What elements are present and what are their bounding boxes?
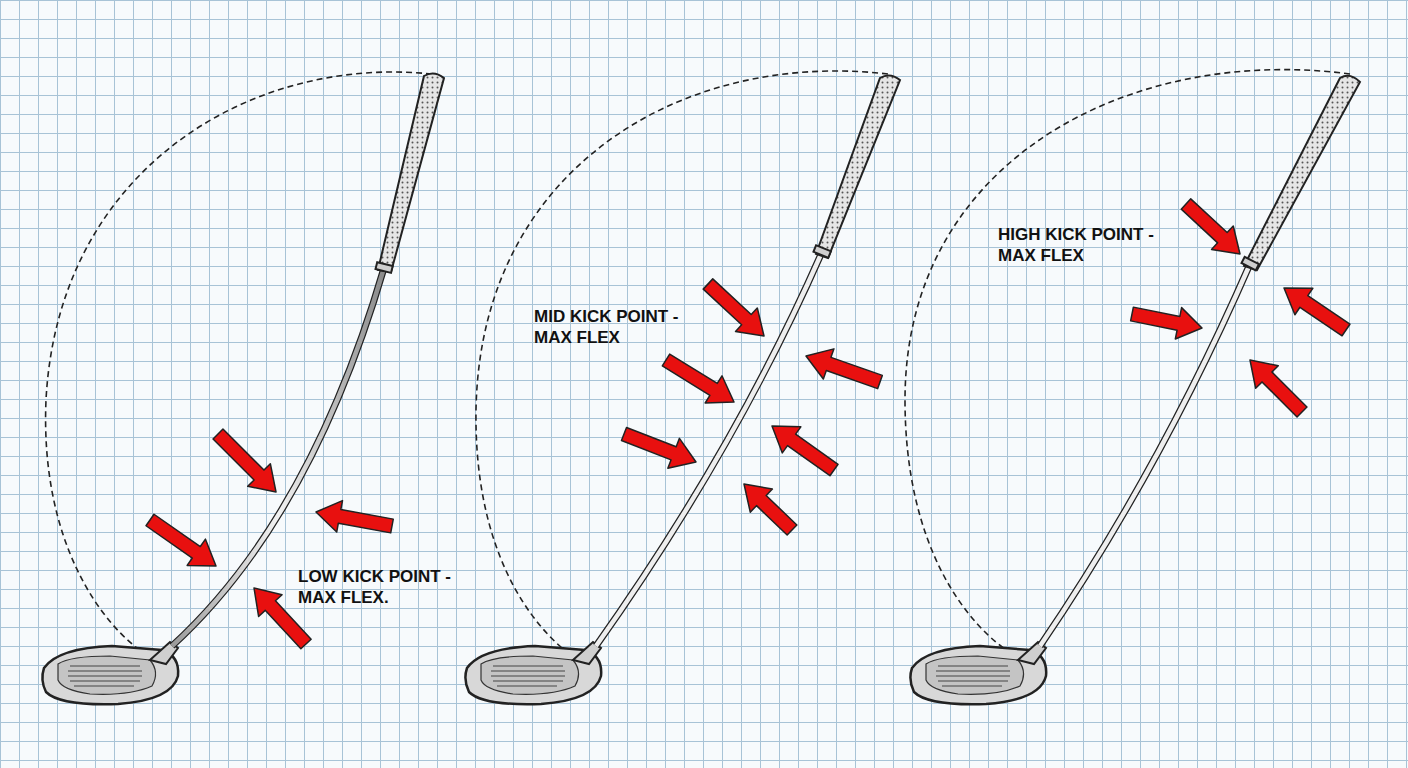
force-arrow bbox=[763, 413, 844, 483]
swing-arc bbox=[46, 70, 1350, 656]
force-arrow bbox=[618, 419, 702, 477]
force-arrow bbox=[697, 272, 775, 347]
force-arrow bbox=[141, 507, 225, 579]
force-arrow bbox=[1175, 192, 1251, 265]
shaft bbox=[172, 252, 1250, 646]
force-arrow bbox=[801, 341, 886, 397]
force-arrow bbox=[1129, 298, 1205, 343]
club-head bbox=[910, 642, 1046, 704]
force-arrow bbox=[733, 472, 803, 541]
ferrule bbox=[376, 245, 1259, 273]
kick-point-label: MID KICK POINT - MAX FLEX bbox=[534, 306, 684, 348]
force-arrows bbox=[141, 192, 1355, 655]
club-head bbox=[465, 642, 601, 704]
force-arrow bbox=[207, 423, 288, 504]
kick-point-label: LOW KICK POINT - MAX FLEX. bbox=[298, 566, 470, 608]
force-arrow bbox=[313, 496, 395, 541]
force-arrow bbox=[1275, 275, 1355, 343]
club-head bbox=[42, 642, 178, 704]
kick-point-label: HIGH KICK POINT - MAX FLEX bbox=[998, 224, 1180, 266]
grip bbox=[378, 73, 1360, 272]
force-arrow bbox=[1239, 349, 1314, 424]
force-arrow bbox=[658, 346, 743, 415]
